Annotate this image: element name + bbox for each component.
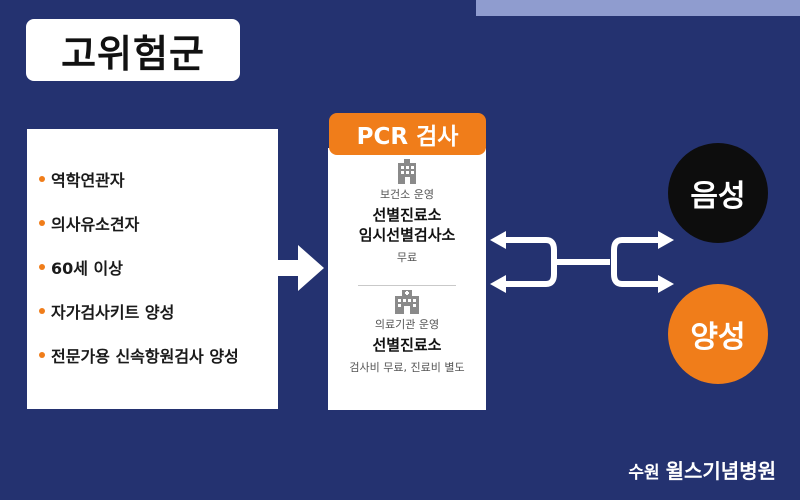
list-item: 전문가용 신속항원검사 양성 bbox=[39, 333, 278, 377]
list-item-label: 의사유소견자 bbox=[51, 215, 140, 234]
fee-label: 무료 bbox=[396, 251, 418, 264]
bullet-icon bbox=[39, 176, 45, 182]
flow-arrow-icon bbox=[278, 245, 324, 291]
public-testing-section: 보건소 운영 선별진료소 임시선별검사소 무료 bbox=[328, 158, 486, 265]
list-item-label: 자가검사키트 양성 bbox=[51, 303, 175, 322]
building-icon bbox=[398, 159, 416, 184]
hospital-name-text: 윌스기념병원 bbox=[665, 459, 776, 483]
page-title: 고위험군 bbox=[26, 19, 240, 81]
hospital-logo: 수원 윌스기념병원 bbox=[628, 455, 776, 484]
risk-group-list: 역학연관자 의사유소견자 60세 이상 자가검사키트 양성 전문가용 신속항원검… bbox=[27, 129, 278, 409]
list-item: 역학연관자 bbox=[39, 157, 278, 201]
bullet-icon bbox=[39, 220, 45, 226]
bullet-icon bbox=[39, 308, 45, 314]
medical-testing-section: 의료기관 운영 선별진료소 검사비 무료, 진료비 별도 bbox=[328, 288, 486, 375]
positive-result: 양성 bbox=[668, 284, 768, 384]
bullet-icon bbox=[39, 352, 45, 358]
hospital-icon bbox=[395, 290, 419, 314]
hospital-prefix: 수원 bbox=[628, 463, 660, 483]
facility-name: 임시선별검사소 bbox=[358, 226, 456, 244]
list-item-label: 60세 이상 bbox=[51, 259, 123, 278]
fee-label: 검사비 무료, 진료비 별도 bbox=[349, 361, 465, 374]
list-item: 60세 이상 bbox=[39, 245, 278, 289]
pcr-header: PCR 검사 bbox=[329, 113, 486, 155]
list-item-label: 전문가용 신속항원검사 양성 bbox=[51, 347, 239, 366]
divider bbox=[358, 285, 456, 286]
list-item: 자가검사키트 양성 bbox=[39, 289, 278, 333]
facility-name: 선별진료소 bbox=[372, 336, 442, 354]
negative-result: 음성 bbox=[668, 143, 768, 243]
list-item-label: 역학연관자 bbox=[51, 171, 125, 190]
result-connector-icon bbox=[490, 231, 674, 293]
bullet-icon bbox=[39, 264, 45, 270]
operator-label: 보건소 운영 bbox=[379, 188, 435, 201]
top-accent-band bbox=[476, 0, 800, 16]
operator-label: 의료기관 운영 bbox=[374, 318, 440, 331]
pcr-panel: 보건소 운영 선별진료소 임시선별검사소 무료 의료기관 운영 선별진료소 검사… bbox=[328, 148, 486, 410]
list-item: 의사유소견자 bbox=[39, 201, 278, 245]
facility-name: 선별진료소 bbox=[372, 206, 442, 224]
